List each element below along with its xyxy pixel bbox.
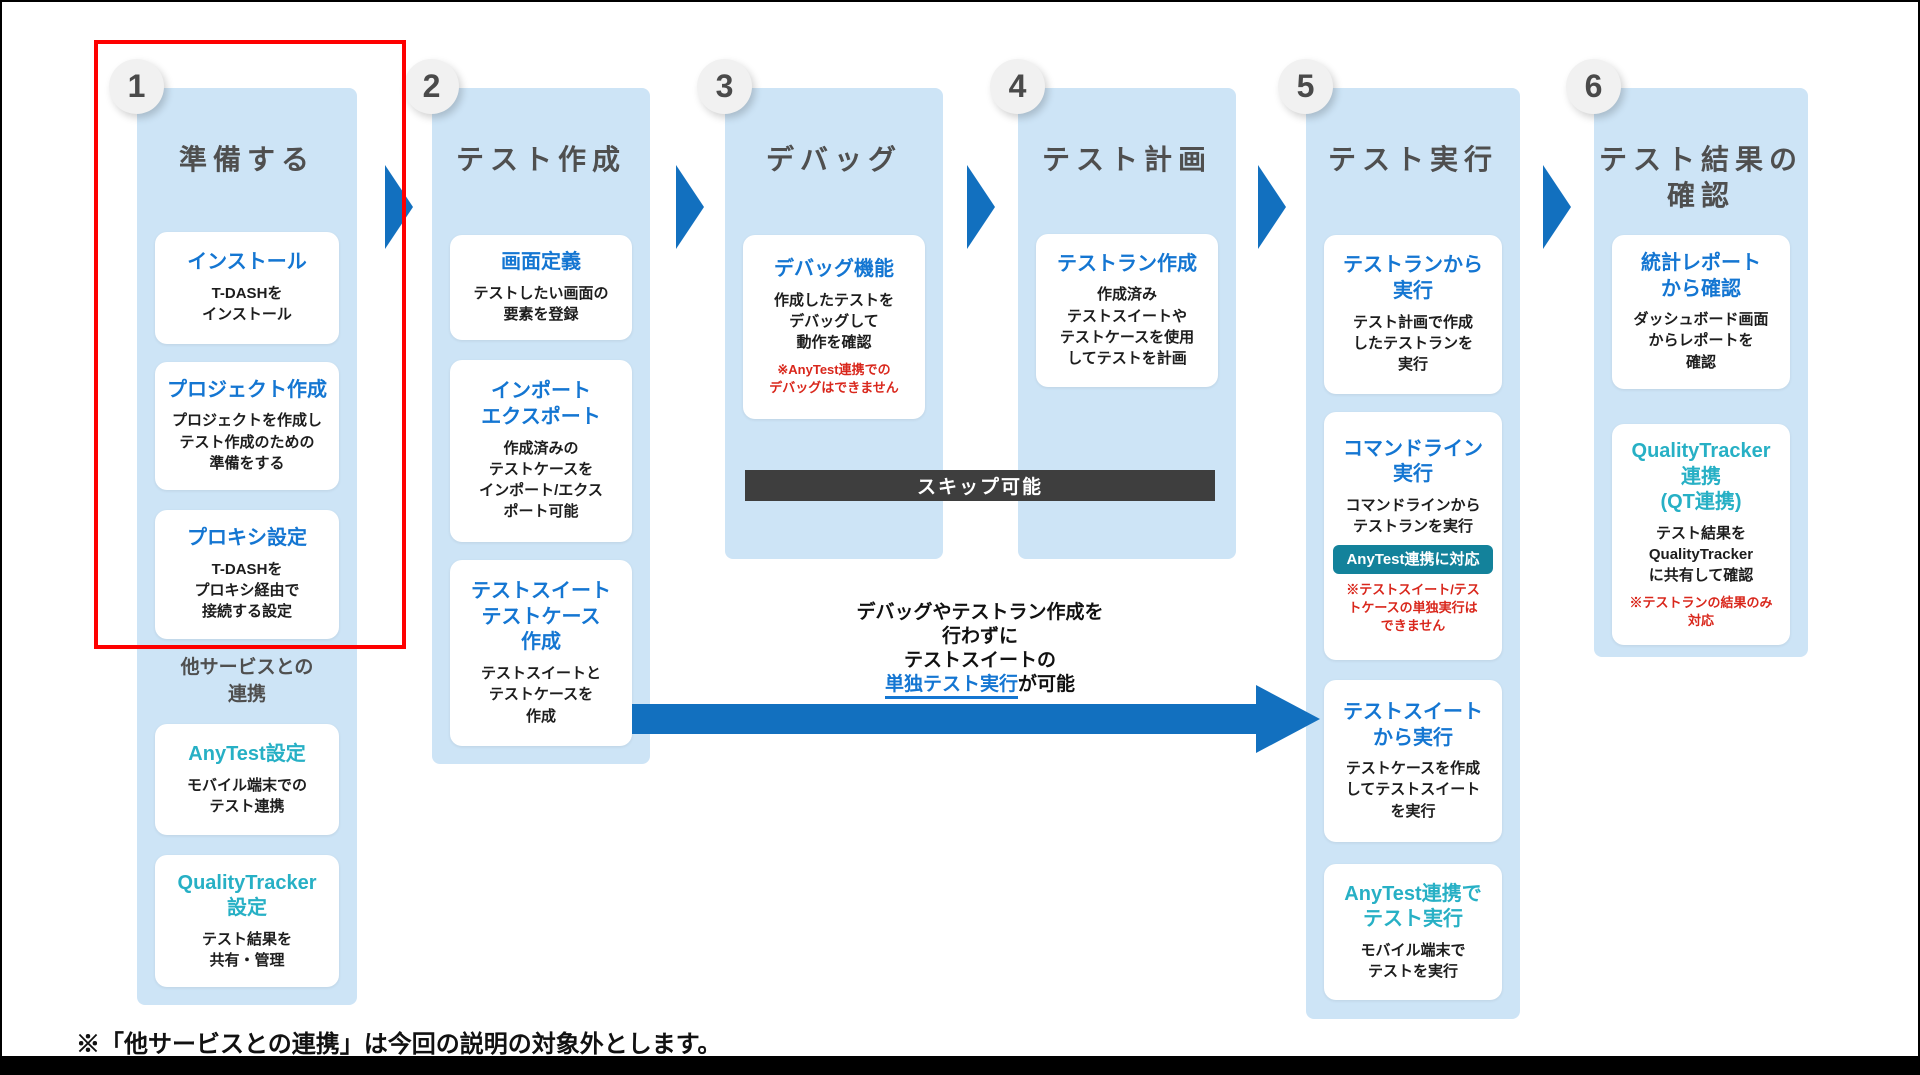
feature-card: テストスイート テストケース 作成テストスイートと テストケースを 作成: [450, 560, 632, 746]
feature-card: テストラン作成作成済み テストスイートや テストケースを使用 してテストを計画: [1036, 234, 1218, 387]
step-panel-2: テスト作成画面定義テストしたい画面の 要素を登録インポート エクスポート作成済み…: [432, 88, 650, 764]
flow-arrow-icon: [676, 165, 704, 249]
step-title: 準備する: [178, 144, 315, 175]
step-number-circle: 2: [404, 59, 459, 114]
flow-arrow-icon: [967, 165, 995, 249]
footnote: ※「他サービスとの連携」は今回の説明の対象外とします。: [76, 1031, 722, 1058]
step-panel-6: テスト結果の 確認統計レポート から確認ダッシュボード画面 からレポートを 確認…: [1594, 88, 1808, 657]
card-description: テストしたい画面の 要素を登録: [473, 284, 609, 323]
bypass-note-line: 行わずに: [941, 626, 1018, 647]
card-title: 画面定義: [501, 250, 581, 273]
flow-arrow-icon: [1543, 165, 1571, 249]
card-title: インポート エクスポート: [481, 380, 601, 428]
card-title: コマンドライン 実行: [1343, 437, 1483, 486]
skip-possible-bar: スキップ可能: [745, 470, 1215, 501]
card-description: 作成したテストを デバッグして 動作を確認: [773, 291, 894, 352]
standalone-run-link[interactable]: 単独テスト実行: [884, 674, 1018, 699]
feature-card: AnyTest連携で テスト実行モバイル端末で テストを実行: [1324, 864, 1502, 1000]
bypass-arrow-head-icon: [1256, 685, 1320, 753]
step-number-circle: 4: [990, 59, 1045, 114]
card-description: T-DASHを インストール: [202, 285, 292, 324]
bypass-note: デバッグやテストラン作成を 行わずに テストスイートの 単独テスト実行が可能: [730, 601, 1230, 699]
card-description: テスト結果を 共有・管理: [201, 930, 292, 970]
anytest-support-badge: AnyTest連携に対応: [1333, 544, 1493, 574]
card-description: テスト計画で作成 したテストランを 実行: [1352, 313, 1473, 374]
card-title: プロキシ設定: [187, 527, 307, 550]
bypass-arrow-shaft: [632, 704, 1256, 734]
step-title: デバッグ: [765, 144, 902, 175]
step-number-circle: 5: [1278, 59, 1333, 114]
step-number-circle: 6: [1566, 59, 1621, 114]
card-title: QualityTracker 設定: [177, 871, 317, 920]
card-description: コマンドラインから テストランを実行: [1345, 497, 1481, 536]
card-description: T-DASHを プロキシ経由で 接続する設定: [194, 560, 300, 621]
flow-arrow-icon: [1258, 165, 1286, 249]
bypass-note-line: 単独テスト実行が可能: [730, 673, 1230, 699]
step-title: テスト結果の 確認: [1598, 144, 1803, 211]
feature-card: プロジェクト作成プロジェクトを作成し テスト作成のための 準備をする: [155, 362, 339, 490]
feature-card: QualityTracker 設定テスト結果を 共有・管理: [155, 855, 339, 987]
other-services-label: 他サービスとの 連携: [180, 657, 314, 705]
feature-card: デバッグ機能作成したテストを デバッグして 動作を確認 ※AnyTest連携での …: [743, 235, 925, 419]
step-title: テスト実行: [1327, 144, 1498, 175]
card-title: テストスイート から実行: [1343, 700, 1483, 749]
card-description: モバイル端末で テストを実行: [1360, 941, 1466, 981]
step-panel-5: テスト実行テストランから 実行テスト計画で作成 したテストランを 実行コマンドラ…: [1306, 88, 1520, 1019]
card-description: テストケースを作成 してテストスイート を実行: [1345, 760, 1481, 820]
feature-card: QualityTracker 連携 (QT連携) テスト結果を QualityTr…: [1612, 424, 1790, 645]
feature-card: コマンドライン 実行コマンドラインから テストランを実行 AnyTest連携に対応…: [1324, 412, 1502, 660]
card-title: プロジェクト作成: [167, 378, 327, 401]
feature-card: 画面定義テストしたい画面の 要素を登録: [450, 235, 632, 340]
flow-arrow-icon: [385, 165, 413, 249]
step-number-circle: 1: [109, 59, 164, 114]
feature-card: プロキシ設定 T-DASHを プロキシ経由で 接続する設定: [155, 510, 339, 639]
card-title: インストール: [187, 251, 307, 274]
card-title: デバッグ機能: [774, 258, 894, 281]
feature-card: テストランから 実行テスト計画で作成 したテストランを 実行: [1324, 235, 1502, 394]
card-warning-note: ※AnyTest連携での デバッグはできません: [769, 361, 899, 395]
card-description: テストスイートと テストケースを 作成: [480, 664, 601, 725]
card-description: プロジェクトを作成し テスト作成のための 準備をする: [171, 412, 322, 472]
card-title: テストスイート テストケース 作成: [471, 580, 611, 654]
feature-card: インポート エクスポート作成済みの テストケースを インポート/エクス ポート可…: [450, 360, 632, 542]
card-description: モバイル端末での テスト連携: [186, 776, 307, 815]
card-description: ダッシュボード画面 からレポートを 確認: [1633, 311, 1769, 371]
feature-card: AnyTest設定モバイル端末での テスト連携: [155, 724, 339, 835]
card-description: テスト結果を QualityTracker に共有して確認: [1648, 524, 1754, 585]
card-description: 作成済みの テストケースを インポート/エクス ポート可能: [479, 439, 603, 521]
bypass-note-line: テストスイートの: [903, 650, 1056, 671]
feature-card: テストスイート から実行テストケースを作成 してテストスイート を実行: [1324, 680, 1502, 842]
card-title: AnyTest設定: [188, 742, 306, 765]
card-warning-note: ※テストスイート/テス トケースの単独実行は できません: [1346, 581, 1480, 633]
step-panel-1: 準備するインストール T-DASHを インストールプロジェクト作成プロジェクトを作…: [137, 88, 357, 1005]
bottom-black-bar: [2, 1056, 1918, 1073]
feature-card: インストール T-DASHを インストール: [155, 232, 339, 344]
feature-card: 統計レポート から確認ダッシュボード画面 からレポートを 確認: [1612, 235, 1790, 389]
step-title: テスト計画: [1041, 144, 1212, 175]
step-title: テスト作成: [455, 144, 626, 175]
card-warning-note: ※テストランの結果のみ 対応: [1629, 594, 1773, 628]
card-title: テストランから 実行: [1343, 254, 1483, 303]
bypass-note-line: デバッグやテストラン作成を: [856, 602, 1104, 623]
bypass-note-rest: が可能: [1018, 674, 1076, 695]
card-title: 統計レポート から確認: [1641, 251, 1761, 300]
card-title: QualityTracker 連携 (QT連携): [1631, 439, 1771, 514]
card-title: AnyTest連携で テスト実行: [1344, 882, 1482, 931]
card-title: テストラン作成: [1057, 252, 1197, 275]
card-description: 作成済み テストスイートや テストケースを使用 してテストを計画: [1059, 286, 1195, 368]
step-number-circle: 3: [697, 59, 752, 114]
